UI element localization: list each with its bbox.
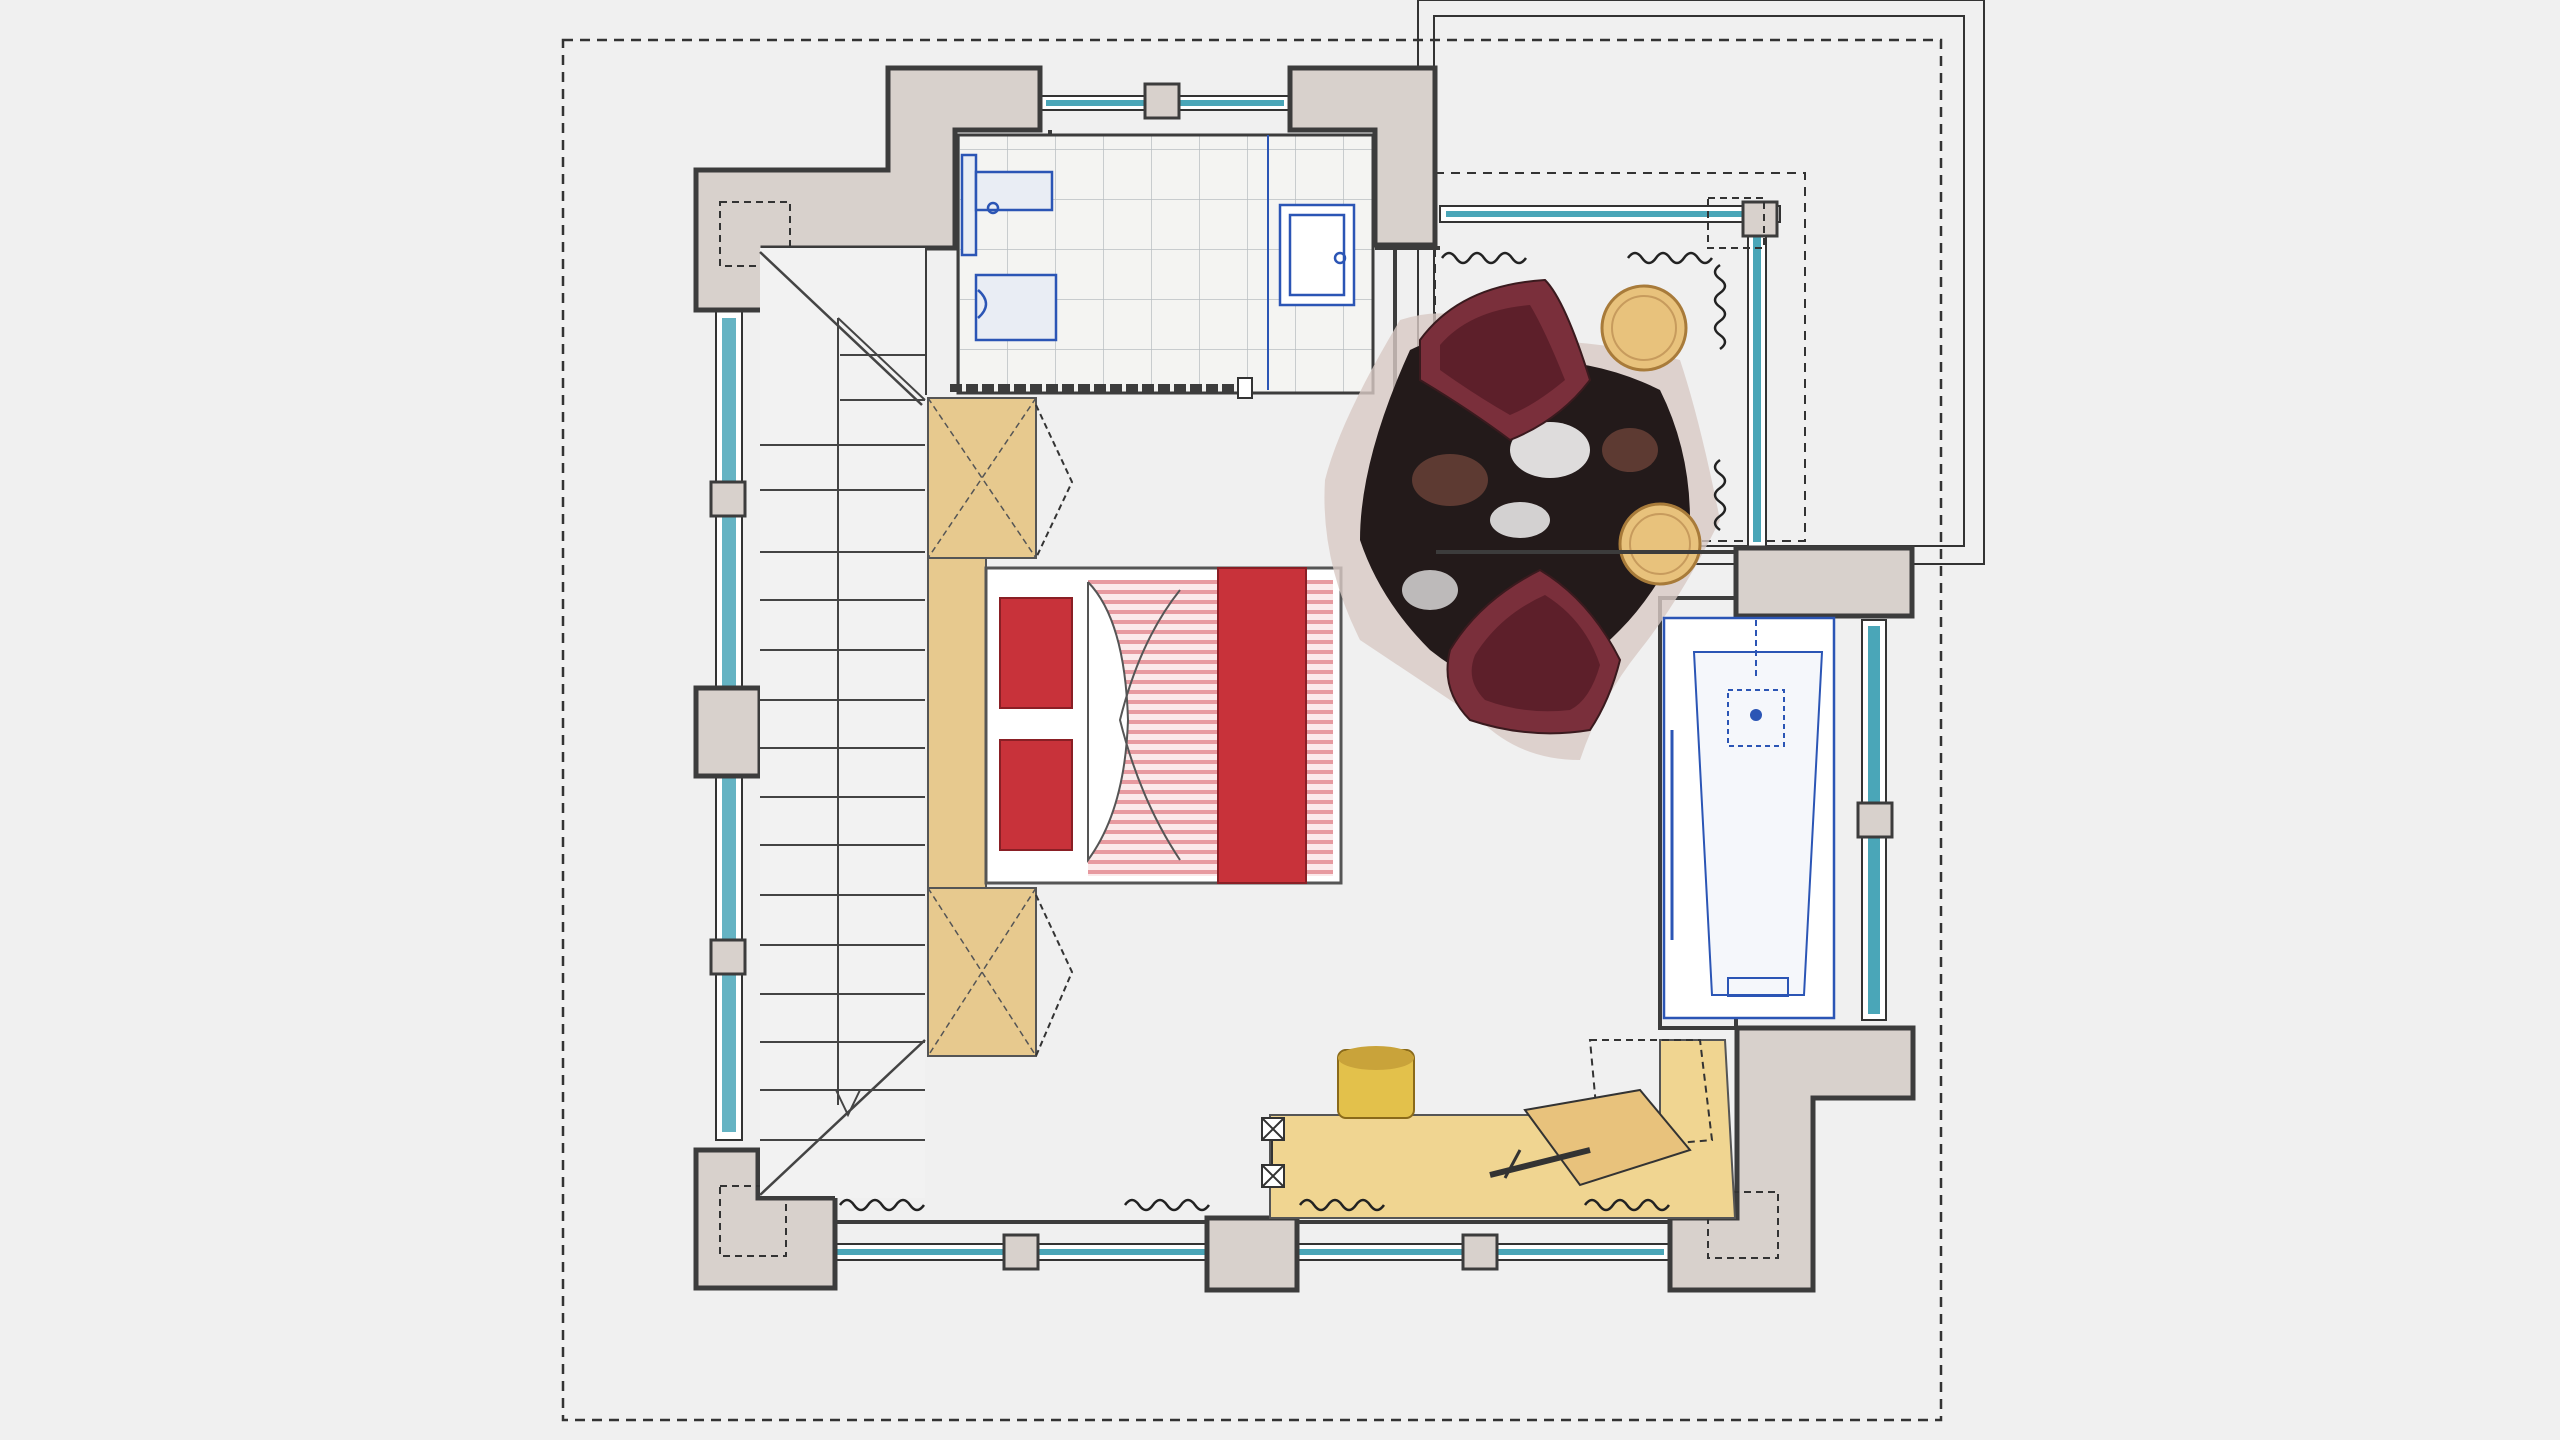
stool-icon — [1337, 1046, 1415, 1119]
washbasin-icon — [1278, 203, 1356, 307]
desk-lamp-icon — [1489, 1039, 1714, 1187]
bathroom — [950, 133, 1375, 399]
side-table-icon — [1600, 284, 1688, 372]
side-table-icon — [1618, 502, 1702, 586]
wardrobe-icon — [927, 397, 1074, 1057]
bidet-icon — [974, 273, 1058, 342]
radiator-icon — [838, 251, 1727, 1212]
room-outline — [760, 246, 1736, 1224]
double-bed-icon — [984, 566, 1343, 885]
toilet-icon — [960, 153, 1054, 257]
balcony-outline — [1434, 172, 1806, 542]
bathtub-icon — [1662, 616, 1836, 1020]
armchair-icon — [1419, 278, 1592, 442]
column-icon — [709, 82, 1894, 1271]
staircase-icon — [759, 248, 926, 1198]
column-markers — [719, 197, 1779, 1259]
armchair-icon — [1446, 568, 1622, 735]
animal-skin-rug-icon — [1324, 313, 1720, 760]
